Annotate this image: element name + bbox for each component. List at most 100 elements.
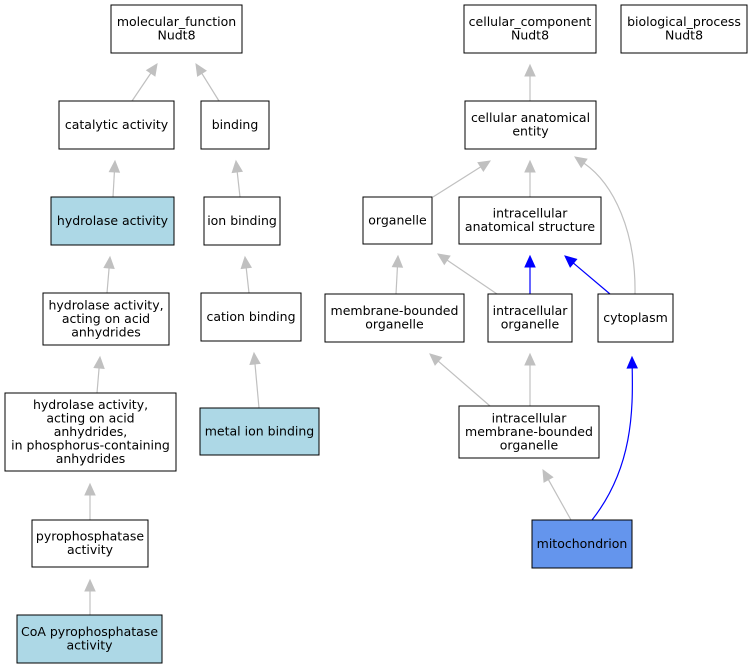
node-label-line: membrane-bounded bbox=[465, 424, 593, 439]
edges-layer bbox=[84, 62, 638, 615]
node-box bbox=[458, 196, 602, 245]
edge-arrowhead bbox=[542, 468, 554, 483]
edge-arrowhead bbox=[524, 63, 536, 77]
node-hydrolase-acid-anhydrides[interactable]: hydrolase activity,acting on acidanhydri… bbox=[42, 292, 170, 346]
edge-metal_ion_binding-to-cation_binding bbox=[249, 351, 261, 409]
node-label-line: anhydrides bbox=[56, 451, 126, 466]
edge-arrowhead bbox=[477, 160, 492, 173]
node-box bbox=[200, 100, 270, 150]
node-label-line: cellular anatomical bbox=[471, 110, 590, 125]
node-box bbox=[458, 405, 600, 459]
edge-catalytic_activity-to-molecular_function bbox=[131, 62, 158, 102]
edge-arrowhead bbox=[145, 62, 158, 77]
node-label-line: activity bbox=[67, 542, 114, 557]
node-label-line: catalytic activity bbox=[65, 117, 169, 132]
edge-cellular_anatomical_entity-to-cellular_component bbox=[524, 63, 536, 101]
node-box bbox=[464, 100, 597, 150]
edge-binding-to-molecular_function bbox=[195, 62, 220, 102]
node-label-line: organelle bbox=[365, 317, 424, 332]
edge-line bbox=[573, 262, 611, 295]
node-binding[interactable]: binding bbox=[200, 100, 270, 150]
edge-intracellular_membrane_bounded_organelle-to-intracellular_organelle bbox=[524, 352, 536, 406]
node-label-line: molecular_function bbox=[117, 14, 236, 29]
node-box bbox=[362, 196, 433, 245]
edge-arrowhead bbox=[195, 62, 207, 77]
edge-intracellular_membrane_bounded_organelle-to-membrane_bounded_organelle bbox=[429, 353, 491, 407]
edge-arrowhead bbox=[231, 159, 244, 174]
node-hydrolase-activity[interactable]: hydrolase activity bbox=[50, 196, 175, 246]
edge-ion_binding-to-binding bbox=[231, 159, 244, 198]
edge-coa_pyrophosphatase_activity-to-pyrophosphatase_activity bbox=[84, 578, 96, 615]
node-metal-ion-binding[interactable]: metal ion binding bbox=[199, 407, 320, 456]
node-hydrolase-phosphorus[interactable]: hydrolase activity,acting on acid anhydri… bbox=[4, 392, 177, 472]
node-cation-binding[interactable]: cation binding bbox=[200, 292, 302, 342]
edge-arrowhead bbox=[524, 254, 536, 268]
node-label-line: metal ion binding bbox=[205, 423, 315, 438]
node-box bbox=[487, 293, 573, 343]
edge-arrowhead bbox=[108, 159, 121, 173]
edge-arrowhead bbox=[626, 355, 638, 369]
node-label-line: acting on acid bbox=[46, 410, 134, 425]
node-organelle[interactable]: organelle bbox=[362, 196, 433, 245]
node-label-line: cytoplasm bbox=[603, 310, 668, 325]
edge-arrowhead bbox=[574, 156, 588, 169]
node-label-line: pyrophosphatase bbox=[36, 529, 144, 544]
edge-line bbox=[446, 259, 498, 295]
node-box bbox=[200, 292, 302, 342]
edge-pyrophosphatase_activity-to-hydrolase_phosphorus bbox=[84, 482, 96, 520]
node-ion-binding[interactable]: ion binding bbox=[203, 196, 281, 246]
node-label-line: cellular_component bbox=[469, 14, 592, 29]
node-label-line: anhydrides bbox=[71, 324, 141, 339]
node-label-line: organelle bbox=[368, 212, 427, 227]
edge-line bbox=[432, 166, 482, 198]
edge-intracellular_organelle-to-intracellular_anatomical_structure bbox=[524, 254, 536, 294]
node-box bbox=[203, 196, 281, 246]
edge-line bbox=[591, 367, 633, 521]
edge-arrowhead bbox=[391, 254, 404, 268]
edge-arrowhead bbox=[564, 255, 578, 268]
node-label-line: Nudt8 bbox=[511, 28, 549, 43]
edge-line bbox=[131, 72, 152, 102]
node-box bbox=[110, 4, 243, 54]
edge-hydrolase_phosphorus-to-hydrolase_acid_anhydrides bbox=[93, 355, 105, 394]
edge-arrowhead bbox=[84, 578, 96, 592]
edge-line bbox=[254, 363, 260, 409]
node-box bbox=[58, 100, 175, 150]
node-label-line: biological_process bbox=[627, 14, 741, 29]
node-mitochondrion[interactable]: mitochondrion bbox=[531, 519, 633, 569]
node-box bbox=[620, 4, 748, 54]
node-label-line: ion binding bbox=[207, 213, 277, 228]
node-label-line: intracellular bbox=[493, 206, 569, 221]
node-box bbox=[531, 519, 633, 569]
node-label-line: entity bbox=[512, 124, 549, 139]
node-label-line: acting on acid bbox=[62, 311, 150, 326]
edge-arrowhead bbox=[240, 255, 253, 270]
node-label-line: CoA pyrophosphatase bbox=[21, 624, 158, 639]
node-box bbox=[50, 196, 175, 246]
node-label-line: membrane-bounded bbox=[331, 303, 459, 318]
node-label-line: mitochondrion bbox=[537, 536, 628, 551]
edge-arrowhead bbox=[93, 355, 105, 369]
edge-line bbox=[112, 171, 115, 198]
node-catalytic-activity[interactable]: catalytic activity bbox=[58, 100, 175, 150]
edge-mitochondrion-to-cytoplasm bbox=[591, 355, 638, 521]
edge-line bbox=[106, 267, 110, 294]
node-cytoplasm[interactable]: cytoplasm bbox=[597, 293, 674, 343]
node-label-line: hydrolase activity, bbox=[33, 397, 148, 412]
edge-membrane_bounded_organelle-to-organelle bbox=[391, 254, 404, 295]
edge-hydrolase_acid_anhydrides-to-hydrolase_activity bbox=[103, 255, 115, 294]
edge-intracellular_anatomical_structure-to-cellular_anatomical_entity bbox=[524, 159, 536, 197]
node-label-line: in phosphorus-containing bbox=[11, 437, 170, 452]
